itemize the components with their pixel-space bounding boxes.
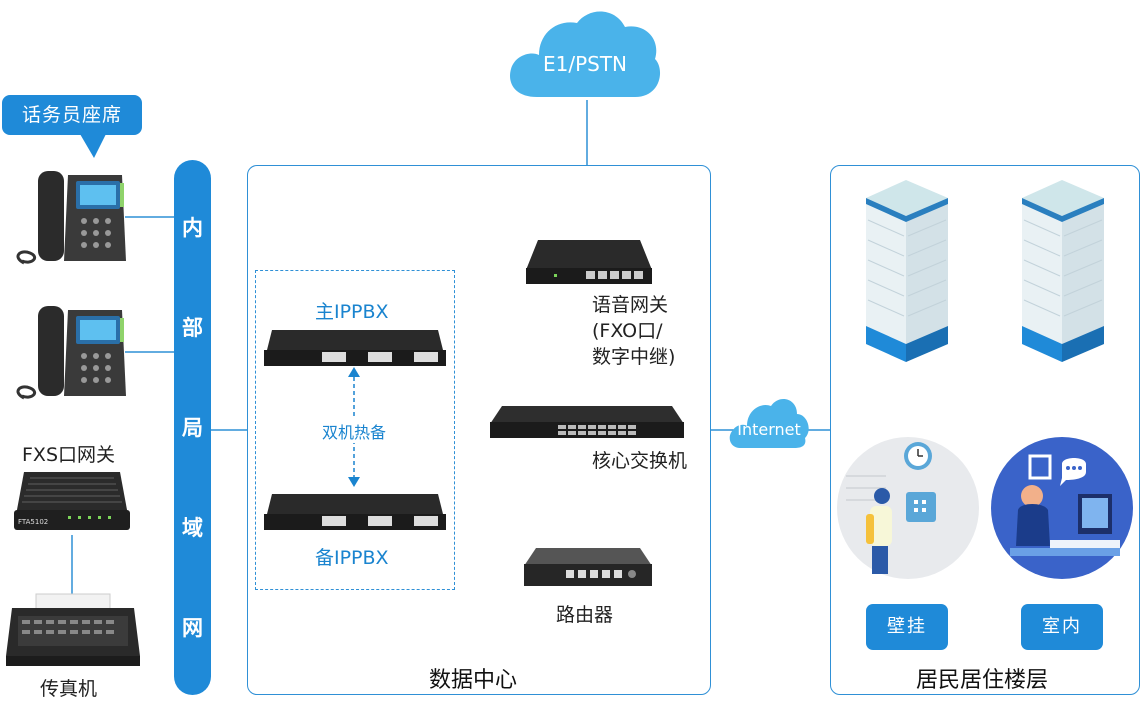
internet-cloud-label: Internet <box>737 420 801 439</box>
backup-ippbx-device <box>264 494 446 530</box>
indoor-chip: 室内 <box>1021 604 1103 650</box>
building-icon <box>1022 180 1104 362</box>
fxs-gateway-label: FXS口网关 <box>22 444 116 466</box>
pstn-cloud-icon <box>510 11 661 98</box>
lan-char-5: 网 <box>182 616 203 640</box>
ip-phone-icon <box>16 306 126 400</box>
indoor-scene-icon <box>991 437 1133 579</box>
lan-char-4: 域 <box>182 516 203 540</box>
core-switch-device <box>490 406 684 438</box>
lan-char-3: 局 <box>182 416 203 440</box>
fax-label: 传真机 <box>40 678 98 700</box>
lan-bus: 内 部 局 域 网 <box>174 160 211 695</box>
hot-standby-box <box>255 270 455 590</box>
internet-cloud-icon <box>729 399 809 448</box>
core-switch-label: 核心交换机 <box>592 450 688 472</box>
main-ippbx-device <box>264 330 446 366</box>
residence-title: 居民居住楼层 <box>916 668 1049 693</box>
building-icon <box>866 180 948 362</box>
voice-gateway-label-1: 语音网关 <box>592 294 669 316</box>
callout-tail <box>80 134 106 158</box>
backup-ippbx-label: 备IPPBX <box>315 547 389 569</box>
operator-seat-callout: 话务员座席 <box>2 95 142 135</box>
wall-phone-scene-icon <box>837 437 979 579</box>
fxs-gateway-icon: FTA5102 <box>14 472 130 530</box>
router-label: 路由器 <box>556 604 614 626</box>
pstn-cloud-label: E1/PSTN <box>542 52 628 76</box>
main-ippbx-label: 主IPPBX <box>315 301 389 323</box>
hot-standby-label: 双机热备 <box>320 419 389 443</box>
lan-char-1: 内 <box>182 216 203 240</box>
voice-gateway-label-2: (FXO口/ <box>592 320 663 342</box>
router-device <box>524 548 652 586</box>
voice-gateway-label-3: 数字中继) <box>592 346 676 368</box>
lan-char-2: 部 <box>182 316 203 340</box>
fxs-model-text: FTA5102 <box>18 518 48 526</box>
wall-mount-chip: 壁挂 <box>866 604 948 650</box>
voice-gateway-device <box>526 240 652 284</box>
ip-phone-icon <box>16 171 126 265</box>
fax-machine-icon <box>6 593 140 666</box>
datacenter-title: 数据中心 <box>429 668 518 693</box>
